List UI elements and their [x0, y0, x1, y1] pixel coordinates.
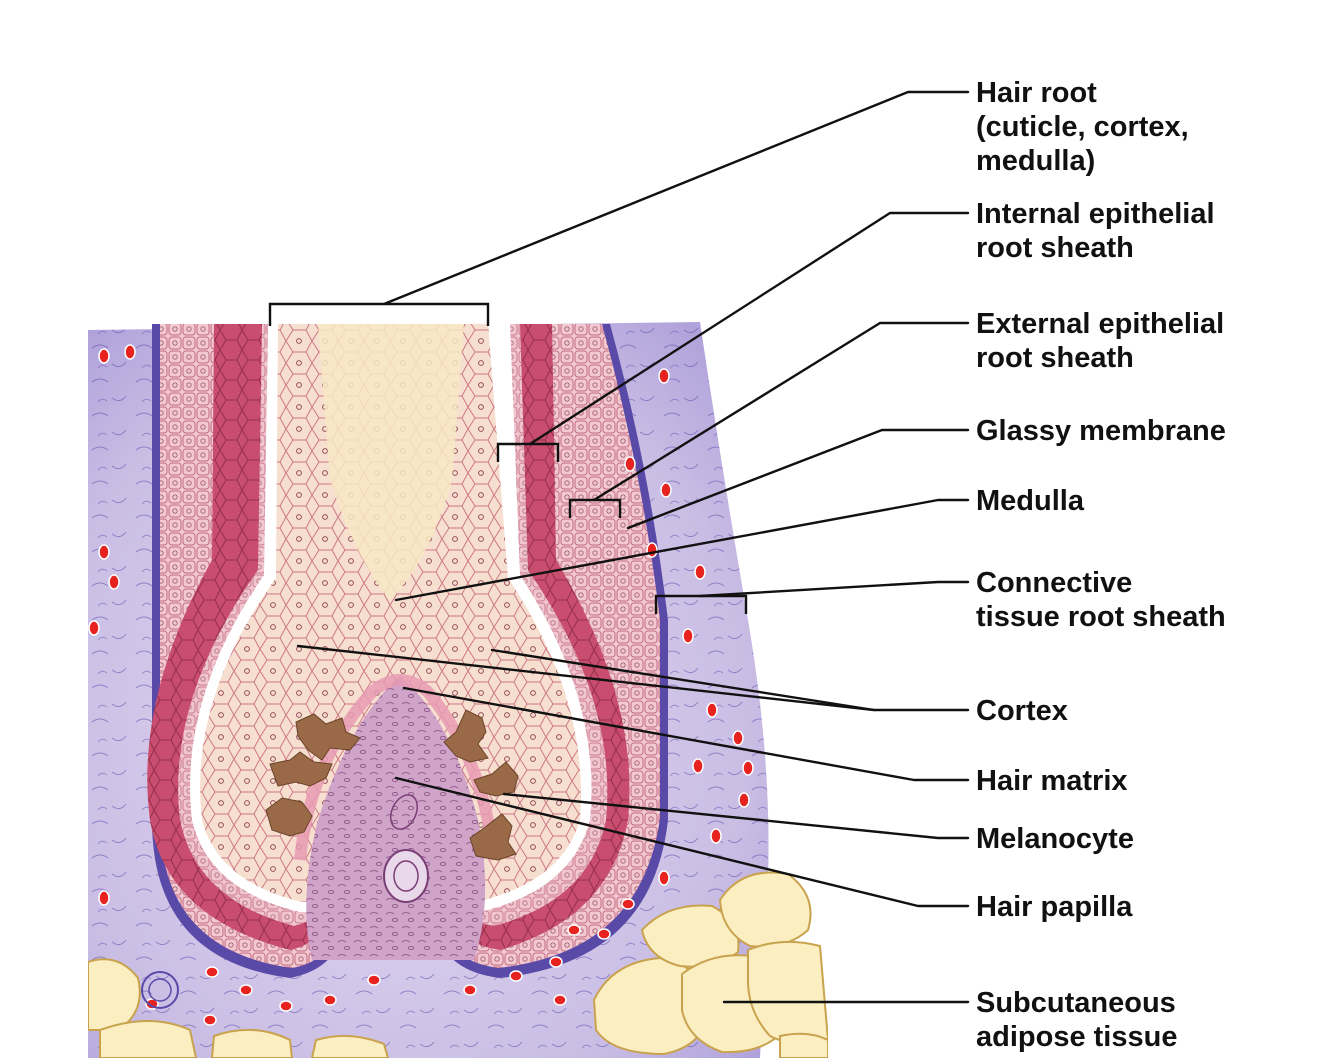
- glassy-membrane-leader: [626, 428, 970, 530]
- medulla-region: [318, 324, 464, 600]
- connective-vessel-inner: [148, 978, 172, 1002]
- label-glassy-membrane: Glassy membrane: [976, 415, 1226, 447]
- label-external-epithelial-root-sheath: External epithelial root sheath: [976, 308, 1232, 374]
- label-subcutaneous-adipose-tissue: Subcutaneous adipose tissue: [976, 987, 1184, 1053]
- leader-lines: [296, 90, 970, 1004]
- label-internal-epithelial-root-sheath: Internal epithelial root sheath: [976, 198, 1223, 264]
- medulla-leader: [394, 498, 970, 602]
- label-hair-root: Hair root (cuticle, cortex, medulla): [976, 77, 1197, 177]
- melanocytes: [265, 709, 519, 861]
- hair-root-leader: [382, 90, 970, 306]
- papilla-vessel: [383, 849, 429, 903]
- connective-vessel: [141, 971, 179, 1009]
- label-hair-matrix: Hair matrix: [976, 765, 1128, 797]
- labels: Hair root (cuticle, cortex, medulla) Int…: [976, 77, 1232, 1053]
- label-cortex: Cortex: [976, 695, 1068, 727]
- melanocyte-leader: [502, 792, 970, 840]
- label-medulla: Medulla: [976, 485, 1085, 517]
- cortex-leader-2: [490, 648, 876, 712]
- label-hair-papilla: Hair papilla: [976, 891, 1133, 923]
- label-melanocyte: Melanocyte: [976, 823, 1134, 855]
- papilla-vessel-inner: [393, 860, 419, 892]
- hair-papilla-leader: [394, 776, 970, 908]
- internal-sheath-bracket: [496, 442, 560, 462]
- papilla-vessel-2: [389, 794, 419, 830]
- label-connective-tissue-root-sheath: Connective tissue root sheath: [976, 567, 1226, 633]
- hair-root-bracket: [268, 302, 490, 326]
- external-sheath-leader: [592, 321, 970, 502]
- connective-sheath-leader: [698, 580, 970, 598]
- hair-matrix-leader: [402, 686, 970, 782]
- adipose-tissue: [88, 871, 828, 1058]
- internal-sheath-leader: [528, 211, 970, 446]
- follicle-illustration: [88, 322, 828, 1058]
